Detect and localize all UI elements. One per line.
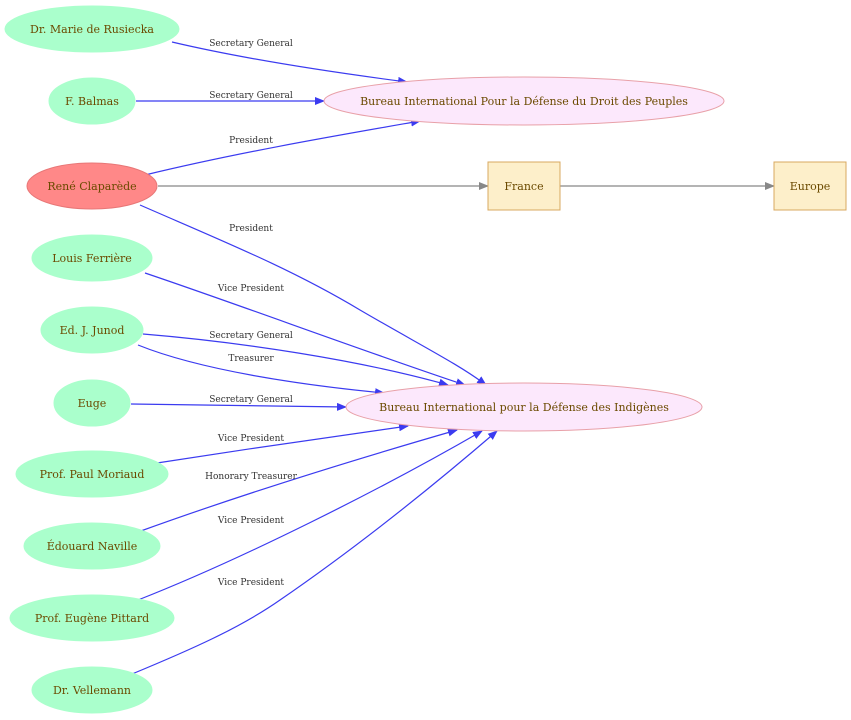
edge-label: Secretary General [209, 91, 293, 101]
node-label: Bureau International Pour la Défense du … [360, 95, 688, 108]
node-ferriere[interactable]: Louis Ferrière [31, 234, 153, 282]
node-rusiecka[interactable]: Dr. Marie de Rusiecka [4, 5, 180, 53]
edge-label: Vice President [217, 434, 285, 444]
edge-junod-to-bureau-indigenes-secretary: Secretary General [142, 331, 449, 387]
edge-moriaud-to-bureau-indigenes: Vice President [156, 423, 409, 464]
edge-euge-to-bureau-indigenes: Secretary General [130, 395, 347, 411]
node-naville[interactable]: Édouard Naville [23, 522, 161, 570]
edge-label: President [229, 224, 273, 234]
node-junod[interactable]: Ed. J. Junod [40, 306, 144, 354]
node-label: Dr. Marie de Rusiecka [30, 23, 154, 36]
edge-junod-to-bureau-indigenes-treasurer: Treasurer [137, 344, 385, 397]
edge-label: Secretary General [209, 331, 293, 341]
node-label: Bureau International pour la Défense des… [379, 401, 669, 414]
node-europe[interactable]: Europe [773, 161, 847, 211]
node-pittard[interactable]: Prof. Eugène Pittard [9, 594, 175, 642]
edges: Secretary General Secretary General Pres… [130, 39, 775, 675]
edge-balmas-to-bureau-peuples: Secretary General [136, 91, 325, 105]
node-label: F. Balmas [65, 95, 119, 108]
node-label: René Claparède [47, 180, 136, 193]
edge-label: President [229, 136, 273, 146]
node-balmas[interactable]: F. Balmas [48, 77, 136, 125]
node-label: Louis Ferrière [52, 252, 132, 265]
edge-claparede-to-bureau-peuples: President [144, 118, 421, 176]
edge-rusiecka-to-bureau-peuples: Secretary General [171, 39, 408, 85]
edge-label: Treasurer [228, 354, 274, 364]
node-vellemann[interactable]: Dr. Vellemann [31, 666, 153, 714]
node-claparede[interactable]: René Claparède [26, 162, 158, 210]
node-bureau-peuples[interactable]: Bureau International Pour la Défense du … [323, 76, 725, 126]
edge-label: Vice President [217, 578, 285, 588]
edge-label: Vice President [217, 284, 285, 294]
edge-naville-to-bureau-indigenes: Honorary Treasurer [137, 428, 458, 533]
edge-vellemann-to-bureau-indigenes: Vice President [131, 430, 498, 675]
node-label: Ed. J. Junod [60, 324, 125, 337]
node-label: Euge [78, 397, 107, 410]
node-bureau-indigenes[interactable]: Bureau International pour la Défense des… [345, 382, 703, 432]
node-france[interactable]: France [487, 161, 561, 211]
node-label: Prof. Paul Moriaud [40, 468, 145, 481]
node-label: Europe [790, 180, 831, 193]
edge-label: Secretary General [209, 39, 293, 49]
node-label: France [504, 180, 543, 193]
edge-claparede-to-bureau-indigenes: President [139, 204, 487, 386]
nodes: Dr. Marie de Rusiecka F. Balmas René Cla… [4, 5, 847, 714]
edge-label: Secretary General [209, 395, 293, 405]
node-euge[interactable]: Euge [53, 379, 131, 427]
edge-pittard-to-bureau-indigenes: Vice President [137, 430, 483, 601]
node-label: Édouard Naville [47, 539, 138, 553]
edge-ferriere-to-bureau-indigenes: Vice President [144, 272, 466, 386]
node-moriaud[interactable]: Prof. Paul Moriaud [15, 450, 169, 498]
edge-label: Vice President [217, 516, 285, 526]
node-label: Dr. Vellemann [53, 684, 131, 697]
edge-label: Honorary Treasurer [205, 472, 297, 482]
node-label: Prof. Eugène Pittard [35, 612, 149, 625]
